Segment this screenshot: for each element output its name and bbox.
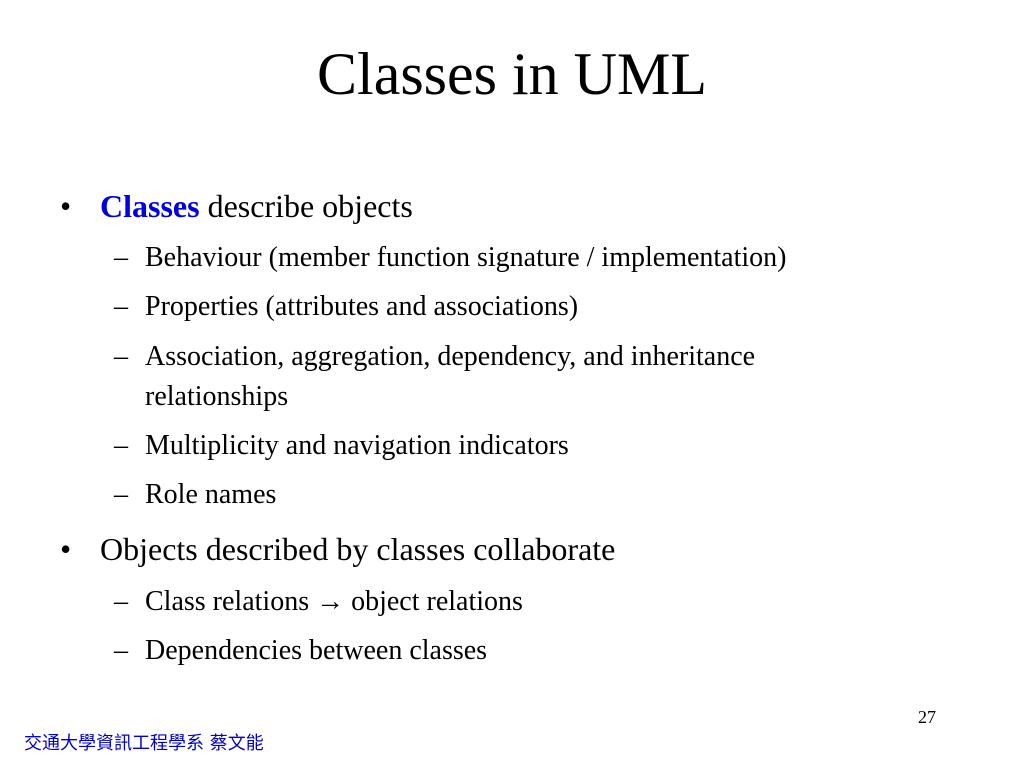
bullet-text: Objects described by classes collaborate	[100, 529, 615, 569]
dash-icon: –	[114, 430, 128, 461]
bullet-icon: •	[60, 188, 72, 224]
sub-item-text: Properties (attributes and associations)	[145, 291, 579, 322]
bullet-text-rest: describe objects	[199, 188, 413, 224]
sub-item-text: Multiplicity and navigation indicators	[145, 430, 569, 461]
dash-icon: –	[114, 341, 128, 372]
page-number: 27	[918, 707, 936, 727]
sub-item-text: Dependencies between classes	[145, 635, 488, 666]
sub-item-text: Role names	[145, 479, 277, 510]
dash-icon: –	[114, 635, 128, 666]
footer-text: 交通大學資訊工程學系 蔡文能	[24, 733, 264, 754]
bullet-text-rest: Objects described by classes collaborate	[100, 531, 616, 567]
dash-icon: –	[114, 479, 128, 510]
emphasis-term: Classes	[100, 188, 200, 224]
sub-item-text: Class relations → object relations	[145, 586, 523, 617]
slide-content: • Classes describe objects – Behaviour (…	[60, 186, 787, 666]
dash-icon: –	[114, 291, 128, 322]
sub-item-text: Behaviour (member function signature / i…	[145, 242, 787, 273]
bullet-text: Classes describe objects	[100, 186, 413, 226]
dash-icon: –	[114, 242, 128, 273]
dash-icon: –	[114, 586, 128, 617]
bullet-icon: •	[60, 531, 72, 567]
slide-title: Classes in UML	[317, 41, 707, 107]
sub-item-text: Association, aggregation, dependency, an…	[145, 341, 756, 412]
